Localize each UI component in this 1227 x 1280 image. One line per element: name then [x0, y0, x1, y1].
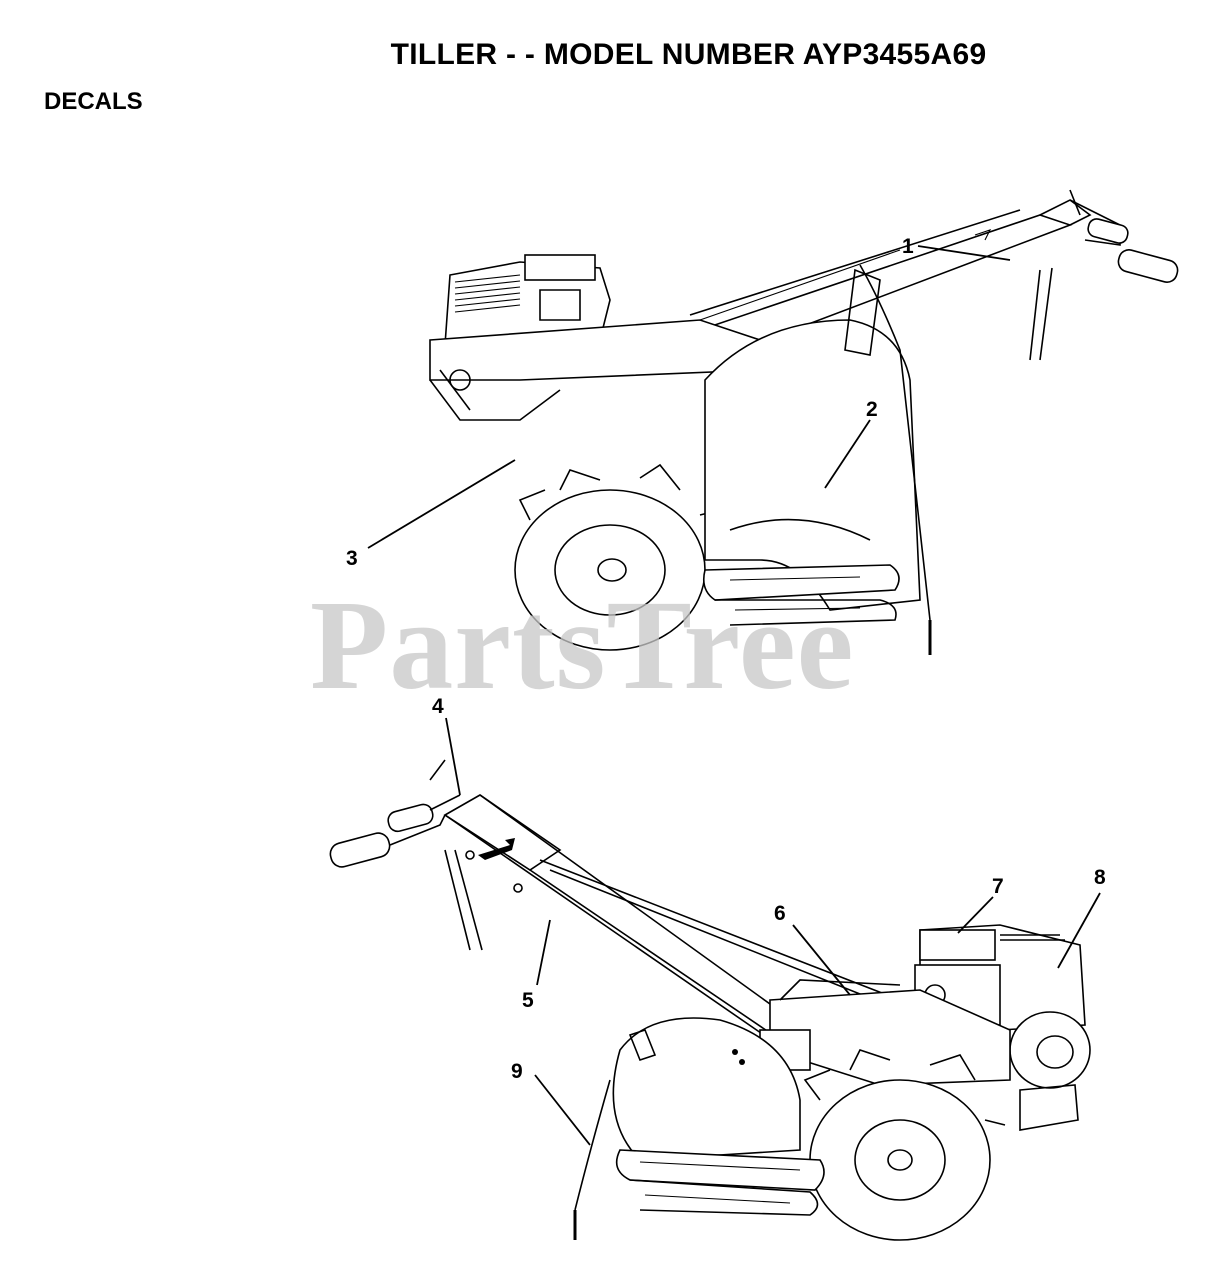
callout-5: 5 [522, 989, 534, 1012]
callout-1: 1 [902, 235, 914, 258]
watermark: PartsTree [310, 574, 855, 716]
callout-3: 3 [346, 547, 358, 570]
tiller-bottom-illustration [329, 759, 1091, 1241]
section-heading: DECALS [44, 88, 143, 115]
callout-8: 8 [1094, 866, 1106, 889]
callout-6: 6 [774, 902, 786, 925]
callout-2: 2 [866, 398, 878, 421]
callout-9: 9 [511, 1060, 523, 1083]
callout-4: 4 [432, 695, 444, 718]
callout-7: 7 [992, 875, 1004, 898]
page-title: TILLER - - MODEL NUMBER AYP3455A69 [390, 38, 987, 71]
tiller-top-illustration [429, 189, 1179, 655]
